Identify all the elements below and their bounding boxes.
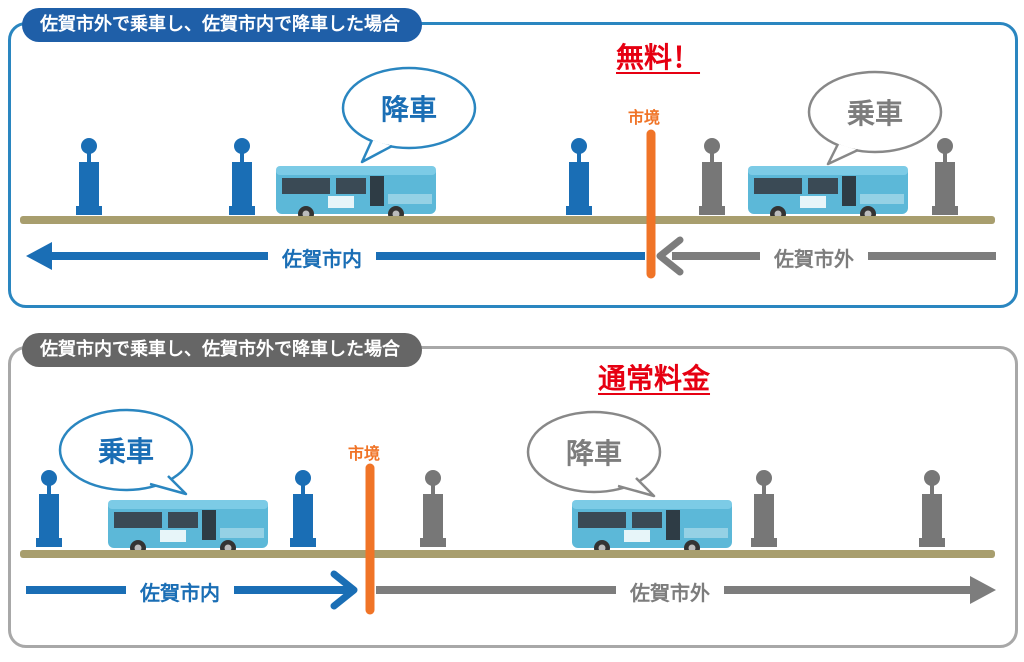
panel1-bubble-alight-text: 降車 — [380, 93, 437, 126]
panel1-bus-icon — [276, 166, 436, 222]
panel1-bubble-alight — [341, 66, 477, 164]
panel-normal-fare-case — [8, 346, 1018, 648]
panel1-title: 佐賀市外で乗車し、佐賀市内で降車した場合 — [22, 8, 422, 42]
panel1-bus-stop-icon — [76, 138, 102, 215]
panel2-bus-stop-icon — [290, 470, 316, 547]
panel1-bubble-board — [807, 70, 943, 166]
panel2-bubble-alight — [526, 410, 662, 498]
panel1-bus-stop-icon — [699, 138, 725, 215]
panel2-bus-stop-icon — [751, 470, 777, 547]
panel2-result: 通常料金 — [598, 362, 711, 395]
panel1-bus-icon — [748, 166, 908, 222]
panel2-inside-label: 佐賀市内 — [126, 577, 234, 606]
panel1-outside-label: 佐賀市外 — [760, 243, 868, 272]
panel2-bubble-alight-text: 降車 — [565, 437, 622, 470]
panel2-road — [20, 550, 995, 558]
panel1-road — [20, 216, 995, 224]
panel2-bus-icon — [108, 500, 268, 556]
panel2-bus-stop-icon — [420, 470, 446, 547]
panel1-bus-stop-icon — [566, 138, 592, 215]
panel1-bus-stop-icon — [932, 138, 958, 215]
panel1-boundary-label: 市境 — [628, 108, 661, 127]
panel2-bus-stop-icon — [36, 470, 62, 547]
panel1-bus-stop-icon — [229, 138, 255, 215]
panel1-result: 無料！ — [616, 41, 701, 74]
panel2-bubble-board-text: 乗車 — [97, 435, 154, 468]
panel2-bubble-board — [58, 408, 194, 496]
panel-free-case — [8, 22, 1018, 308]
panel1-inside-label: 佐賀市内 — [268, 243, 376, 272]
panel2-title: 佐賀市内で乗車し、佐賀市外で降車した場合 — [22, 333, 422, 367]
panel2-boundary-label: 市境 — [348, 444, 381, 463]
panel2-outside-label: 佐賀市外 — [616, 577, 724, 606]
panel2-bus-icon — [572, 500, 732, 556]
panel1-bubble-board-text: 乗車 — [846, 97, 903, 130]
panel2-bus-stop-icon — [919, 470, 945, 547]
